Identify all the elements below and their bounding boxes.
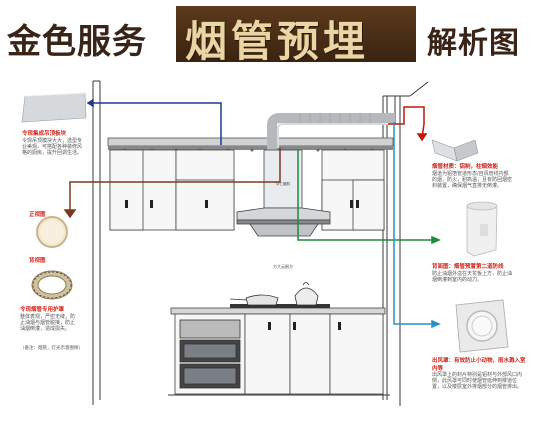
title-highlight-background [176,6,416,62]
title-highlight: 烟管预埋 [185,17,370,66]
range-hood [236,149,331,237]
exit-cover-pointer-arrow [393,122,441,329]
title-right: 解析图 [427,26,520,61]
flange-front-image [36,216,68,248]
ceiling-panel [107,137,394,150]
collar-name: 令现烟管专用护罩 [20,307,65,313]
collar-pointer-arrow [63,148,281,219]
adapter-image [466,201,498,257]
pipe-title: 烟管材质：铝制，柱烟效能 [432,164,499,170]
footnote: （备注：烟管，灯光示意图样） [20,346,83,351]
pipe-description: 烟道为铝箔管道形态/自风管线内部的烟，防火，耐高温，且有防回烟密封装置，确保烟气… [432,171,513,189]
ceiling-sample-image [21,92,87,123]
ceiling-description: 令现吊顶模块大大，选型专业美观，可搭配各种装修风格的厨房，提升回调生活。 [22,138,83,156]
countertop [170,304,386,315]
flange-title: 正视图 [29,212,46,218]
exit-cover-description: 出风罩上的封片特别是铝材与外部风口内侧，此风罩可同时使烟管延伸到楼道位置，以及楼… [432,372,523,390]
adapter-description: 防止油烟外溢在天花板上方，防止油烟倒灌到室内的动力。 [432,271,513,283]
cookware [229,282,319,306]
collar-view-title: 背视图 [29,258,46,264]
aluminum-pipe-image [431,139,479,162]
exit-cover-image [455,299,509,353]
title-left: 金色服务 [7,22,147,62]
hood-brand: 华仁烟机 [276,181,290,186]
adapter-title: 背面图：烟管预置第二道防线 [432,264,504,270]
ceiling-pointer-arrow [86,98,222,145]
ceiling-title: 令现集成吊顶板块 [22,131,67,137]
oven-appliance [179,319,241,389]
exhaust-duct [267,113,395,150]
collar-back-image [31,270,73,300]
collar-description: 整体表观，严密无缝，防止油烟与烟管脱接，防止油烟倒灌，造成损失。 [20,314,76,332]
adapter-pointer-arrow [297,150,441,245]
pipe-pointer-arrow [388,106,428,142]
exit-cover-title: 出风罩：有效防止小动物，雨水溅入室内等 [432,358,526,372]
cabinet-label: 方大云橱方 [273,263,293,269]
